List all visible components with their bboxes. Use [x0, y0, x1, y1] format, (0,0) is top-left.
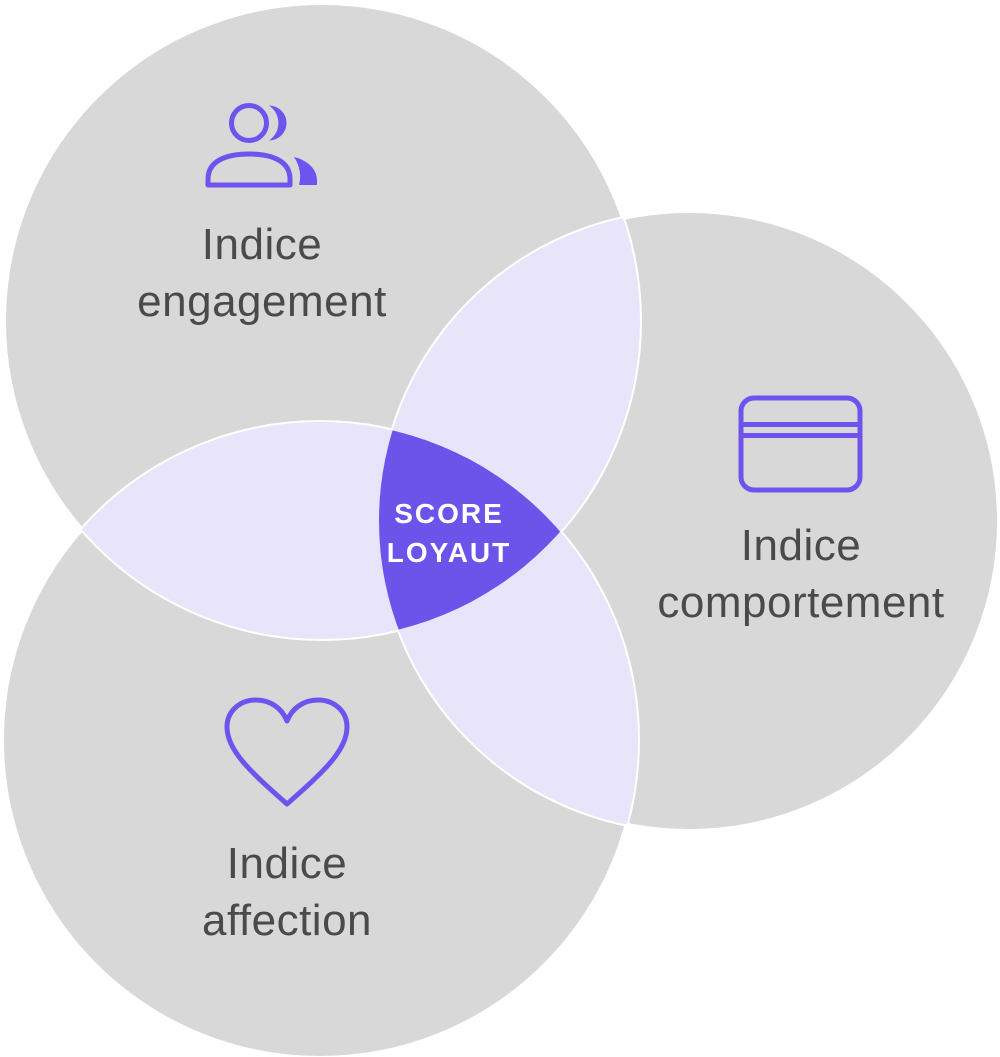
overlap-center [379, 422, 638, 639]
users-icon-back-body [294, 157, 317, 185]
heart-outline [224, 697, 350, 807]
label-comportement-line2: comportement [657, 578, 945, 627]
center-score-label: SCORE LOYAUT [387, 494, 512, 572]
heart-icon [224, 697, 350, 807]
overlap-center-shape [379, 422, 638, 639]
users-icon-front-body [205, 151, 293, 188]
overlap-comportement-affection [379, 422, 638, 831]
label-comportement: Indice comportement [657, 517, 944, 631]
label-affection: Indice affection [202, 835, 372, 949]
label-engagement-line2: engagement [137, 277, 387, 326]
credit-card-outline [738, 395, 863, 493]
label-affection-line2: affection [201, 896, 373, 945]
users-icon [205, 103, 317, 188]
credit-card-icon [738, 395, 863, 493]
label-engagement: Indice engagement [137, 216, 387, 330]
users-icon-front-head [229, 103, 269, 143]
users-icon-back-head [269, 105, 287, 141]
center-score-line1: SCORE [394, 498, 504, 529]
label-engagement-line1: Indice [201, 220, 323, 269]
label-affection-line1: Indice [226, 839, 348, 888]
label-comportement-line1: Indice [740, 521, 862, 570]
center-score-line2: LOYAUT [386, 537, 512, 568]
